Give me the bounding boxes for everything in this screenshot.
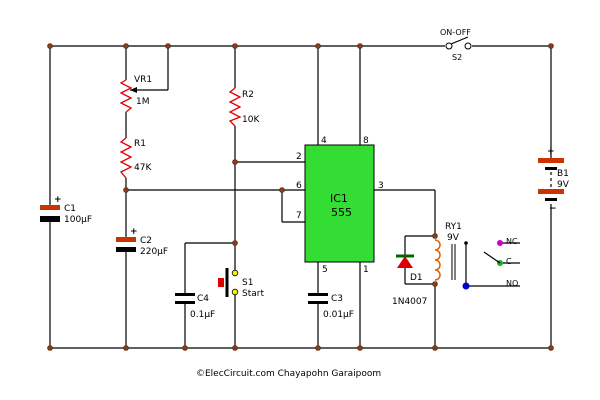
c4-capacitor: C4 0.1µF [175,293,215,320]
relay-value: 9V [447,233,460,243]
pin-3-label: 3 [378,181,384,191]
d1-part: 1N4007 [392,297,427,307]
r1-resistor: R1 47K [119,137,152,179]
junction-dot [315,345,321,351]
relay-no-label: NO [506,279,518,288]
junction-dot [548,43,554,49]
c1-name: C1 [64,204,76,214]
junction-dot [232,240,238,246]
pin-8-label: 8 [363,136,369,146]
battery-value: 9V [557,180,570,190]
c1-polarity: + [54,195,62,205]
relay-nc-label: NC [506,237,518,246]
diode-d1: D1 1N4007 [392,254,427,307]
credit-text: ©ElecCircuit.com Chayapohn Garaipoom [196,369,381,379]
relay-coil [434,239,441,281]
junction-dot [182,345,188,351]
c2-polarity: + [130,227,138,237]
junction-dot [548,345,554,351]
c4-name: C4 [197,294,209,304]
junction-dot [232,43,238,49]
vr1-value: 1M [136,97,150,107]
pin-1-label: 1 [363,265,369,275]
r1-name: R1 [134,139,146,149]
c2-value: 220µF [140,247,168,257]
c2-name: C2 [140,236,152,246]
r2-value: 10K [242,115,260,125]
vr1-name: VR1 [134,75,152,85]
c2-capacitor: + C2 220µF [116,227,168,257]
junction-dot [357,43,363,49]
r2-resistor: R2 10K [228,87,260,127]
junction-dot [357,345,363,351]
junction-dot [123,187,129,193]
junction-dot [432,233,438,239]
ic1-body [304,144,375,263]
relay-nc-terminal [497,240,503,246]
s1-value: Start [242,289,264,299]
c3-value: 0.01µF [323,310,354,320]
relay-ry1: RY1 9V NC C NO [434,222,518,290]
junction-dots [47,43,554,351]
pin-4-label: 4 [321,136,327,146]
junction-dot [47,345,53,351]
pin-2-label: 2 [296,152,302,162]
ic1-part: 555 [331,206,352,219]
s1-name: S1 [242,278,253,288]
switch-s2-name: S2 [452,53,462,62]
junction-dot [432,281,438,287]
r1-value: 47K [134,163,152,173]
junction-dot [123,345,129,351]
pin-7-label: 7 [296,211,302,221]
junction-dot [432,345,438,351]
r2-name: R2 [242,90,254,100]
junction-dot [123,43,129,49]
relay-name: RY1 [445,222,462,232]
relay-c-label: C [506,257,512,266]
c4-value: 0.1µF [190,310,215,320]
c3-name: C3 [331,294,343,304]
battery-minus: − [549,204,557,214]
switch-s2-label: ON-OFF [440,28,471,37]
s1-push-button: S1 Start [218,268,264,299]
c1-value: 100µF [64,215,92,225]
junction-dot [232,159,238,165]
c1-capacitor: + C1 100µF [40,195,92,225]
pin-5-label: 5 [322,265,328,275]
pin-6-label: 6 [296,181,302,191]
battery-name: B1 [557,169,569,179]
c3-capacitor: C3 0.01µF [308,293,354,320]
switch-s2: ON-OFF S2 [440,28,472,62]
battery-plus: + [547,147,555,157]
junction-dot [315,43,321,49]
ic1-555-timer: IC1 555 2 6 7 3 4 8 5 1 [296,136,384,275]
junction-dot [279,187,285,193]
junction-dot [47,43,53,49]
vr1-potentiometer: VR1 1M [119,75,152,113]
junction-dot [165,43,171,49]
d1-name: D1 [410,273,423,283]
battery-b1: + − B1 9V [538,147,570,214]
ic1-name: IC1 [330,192,348,205]
relay-no-terminal [462,282,470,290]
junction-dot [232,345,238,351]
